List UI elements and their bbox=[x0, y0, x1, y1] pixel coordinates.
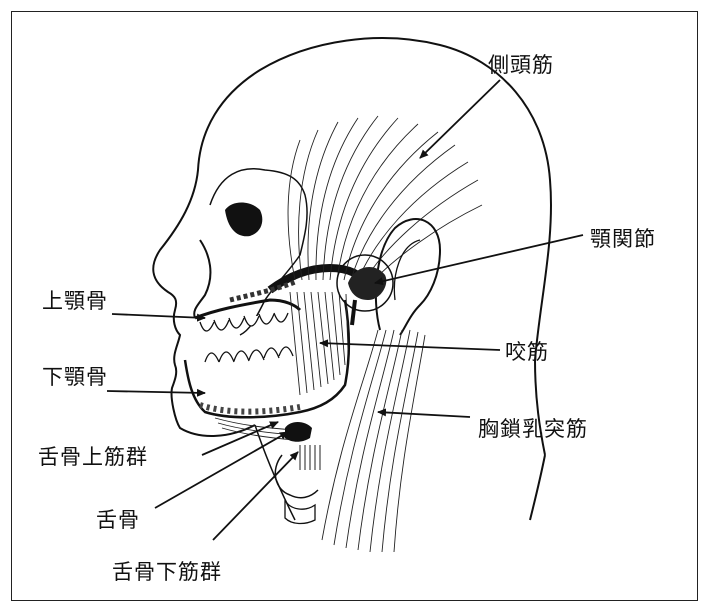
pointer-tmj bbox=[375, 235, 583, 283]
pointer-maxilla bbox=[112, 314, 205, 318]
eye-orbit bbox=[225, 203, 262, 237]
upper-teeth bbox=[200, 313, 288, 331]
head-outline bbox=[153, 38, 551, 455]
label-temporalis: 側頭筋 bbox=[488, 55, 554, 76]
label-masseter: 咬筋 bbox=[505, 342, 549, 363]
pointer-mandible bbox=[107, 391, 205, 393]
label-sternocleidomastoid: 胸鎖乳突筋 bbox=[478, 419, 588, 440]
temporalis-muscle bbox=[288, 116, 482, 282]
lower-teeth bbox=[205, 347, 293, 362]
label-maxilla: 上顎骨 bbox=[42, 291, 108, 312]
label-mandible: 下顎骨 bbox=[42, 367, 108, 388]
neck-outline bbox=[530, 455, 545, 520]
pointer-suprahyoid bbox=[202, 422, 278, 455]
suprahyoid-muscles bbox=[215, 418, 295, 440]
trachea bbox=[285, 500, 315, 524]
pointer-infrahyoid bbox=[213, 452, 298, 540]
hyoid-bone bbox=[285, 422, 312, 442]
infrahyoid-muscles bbox=[300, 445, 320, 470]
label-infrahyoid: 舌骨下筋群 bbox=[112, 562, 222, 583]
label-hyoid: 舌骨 bbox=[96, 510, 140, 531]
label-tmj: 顎関節 bbox=[590, 229, 656, 250]
pointer-temporalis bbox=[420, 80, 500, 158]
pointer-masseter bbox=[320, 343, 500, 350]
scm-muscle bbox=[322, 330, 425, 552]
label-suprahyoid: 舌骨上筋群 bbox=[38, 447, 148, 468]
pointer-hyoid bbox=[155, 432, 288, 508]
upper-jaw-shading bbox=[230, 282, 295, 300]
nasal-bone bbox=[194, 240, 210, 318]
jaw-edge-shading bbox=[200, 405, 300, 412]
